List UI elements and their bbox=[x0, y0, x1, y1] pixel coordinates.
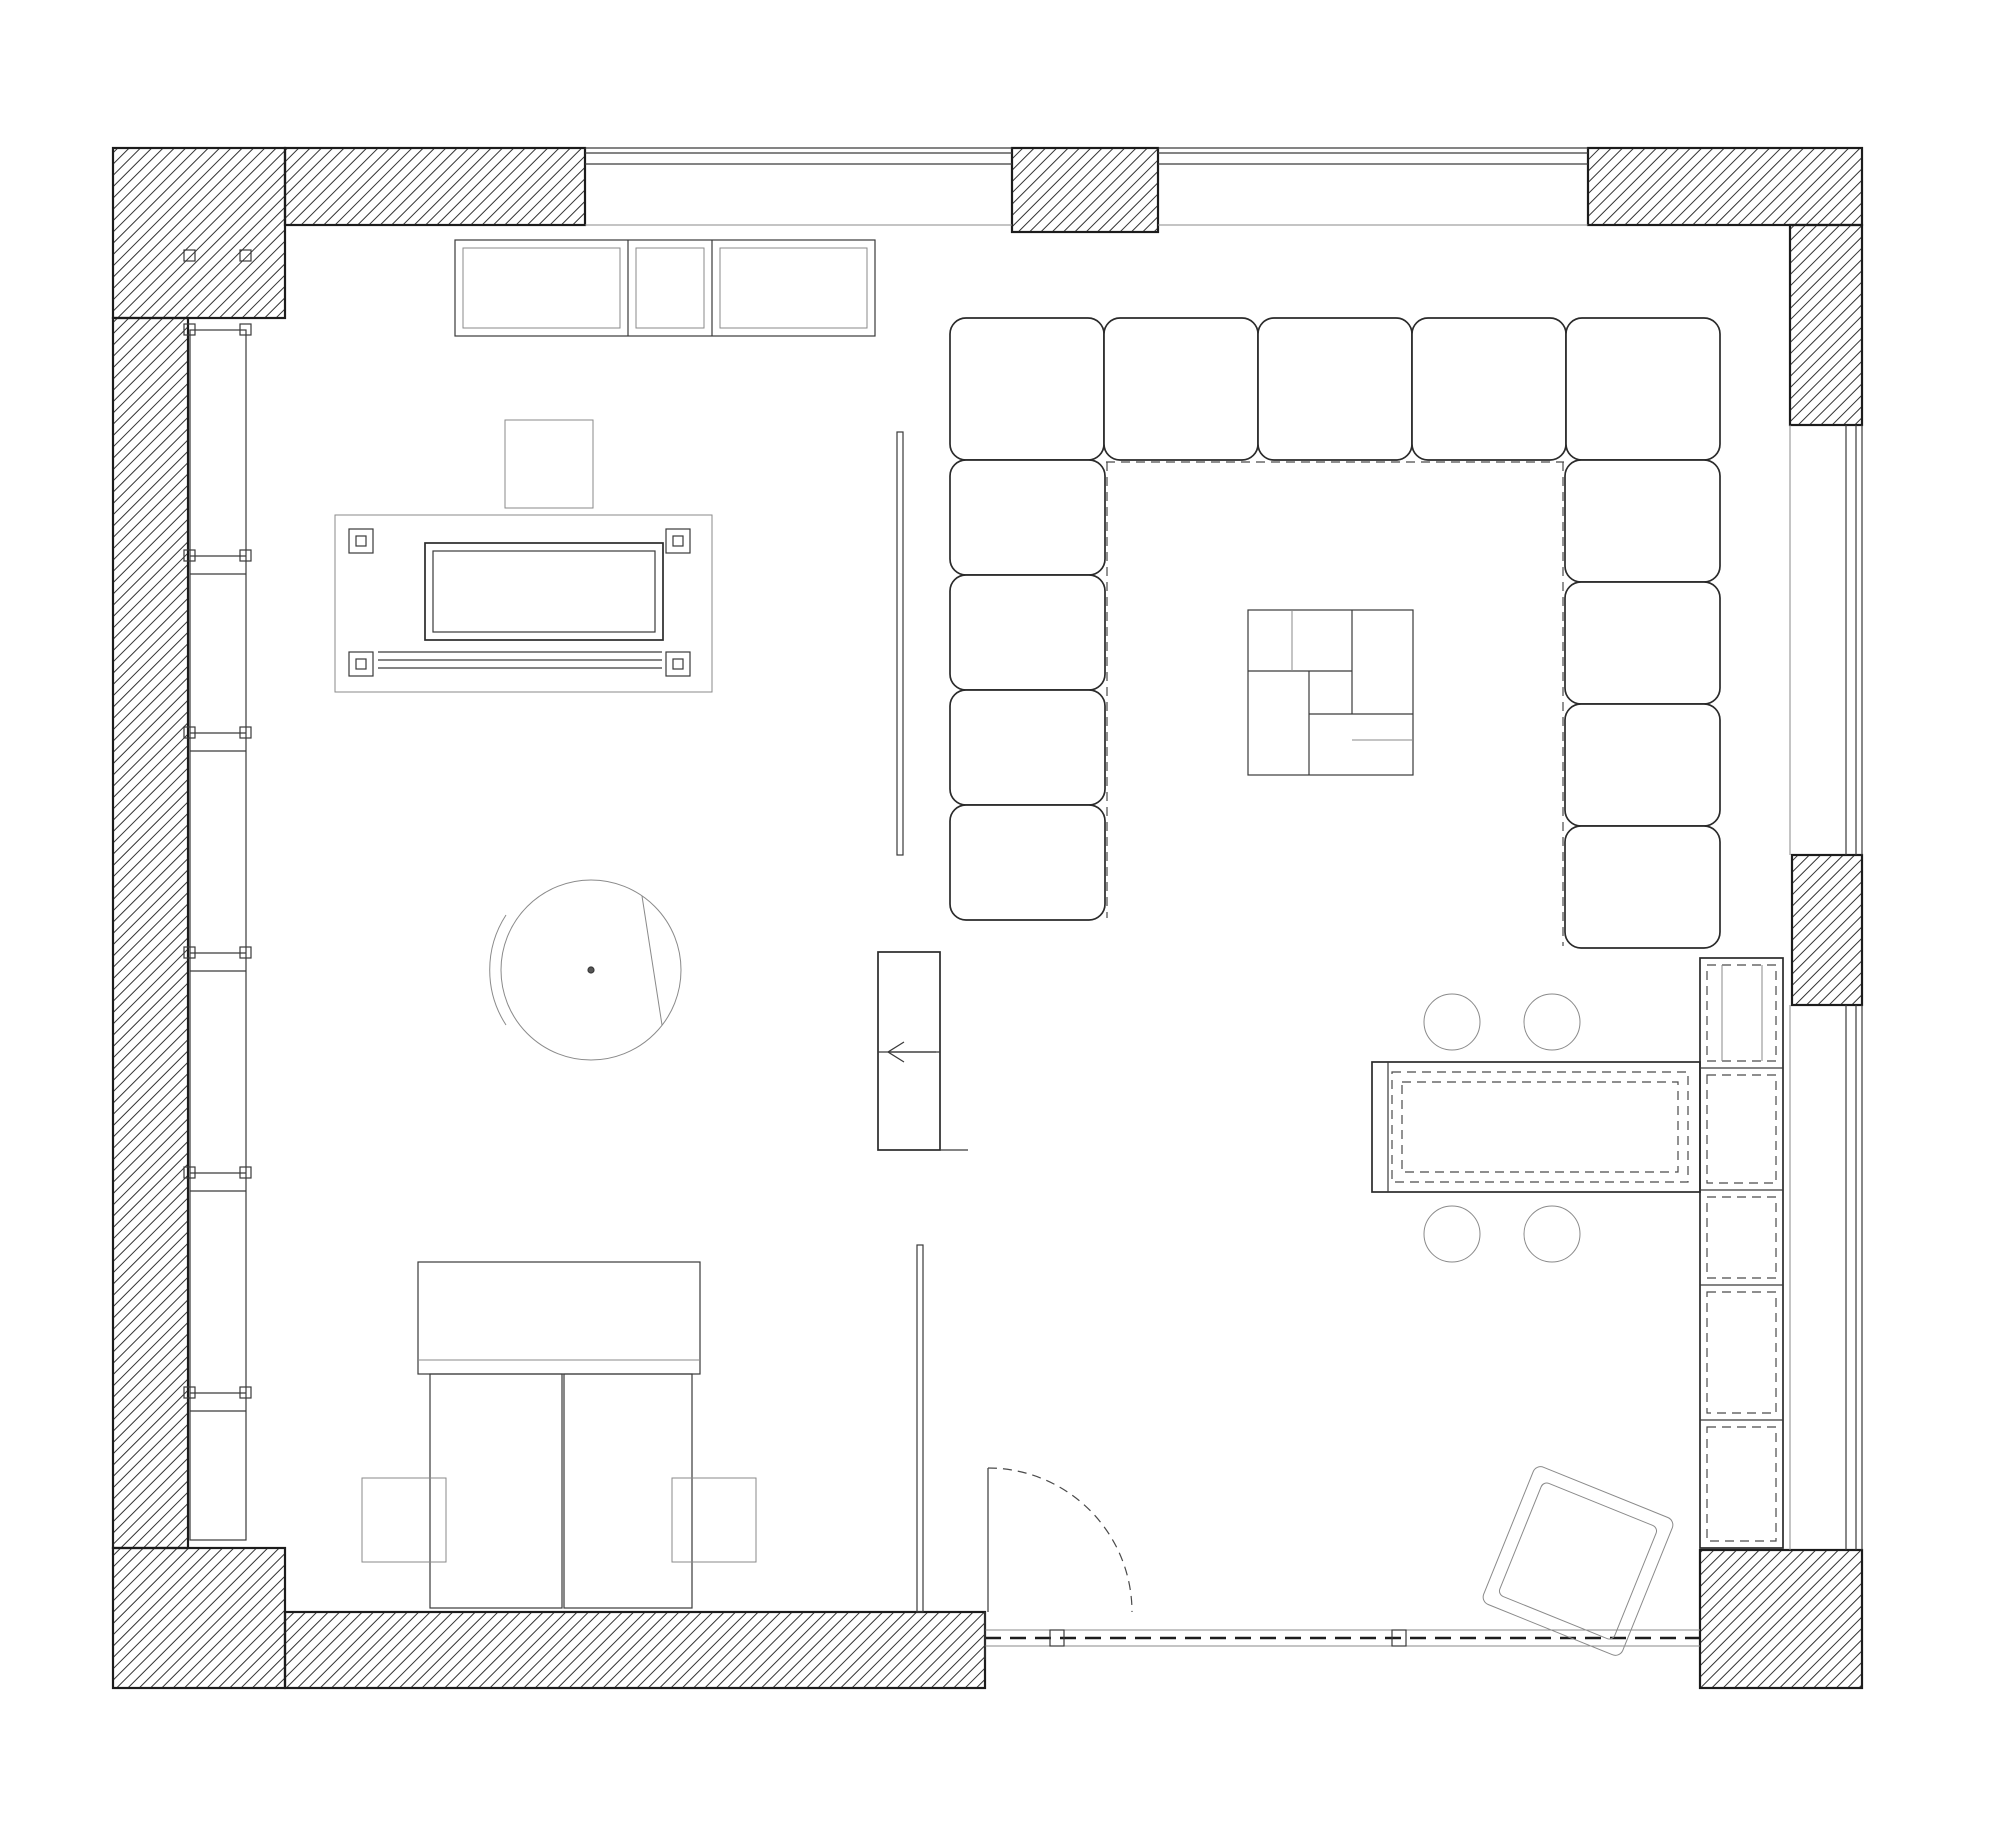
wall-top-right-corner bbox=[1586, 146, 1864, 227]
piano-leg-tl-core bbox=[355, 535, 367, 547]
kitchen-unit-dash-4 bbox=[1706, 1291, 1777, 1414]
shelf-clip-4-left bbox=[183, 726, 196, 739]
shelf-clip-5-left bbox=[183, 946, 196, 959]
shelf-clip-2-right bbox=[239, 323, 252, 336]
sofa-cushion-left-1 bbox=[949, 459, 1106, 576]
wall-right-mid bbox=[1790, 853, 1864, 1007]
pocket-door-casing bbox=[877, 951, 941, 1151]
bar-stool-4 bbox=[1523, 1205, 1581, 1263]
kitchen-unit-dash-5 bbox=[1706, 1426, 1777, 1542]
round-chair-chord bbox=[641, 895, 663, 1026]
sofa-cushion-top-5 bbox=[1565, 317, 1721, 461]
shelf-clip-5-right bbox=[239, 946, 252, 959]
sofa-cushion-right-1 bbox=[1564, 459, 1721, 583]
top-cabinet-inner-3 bbox=[719, 247, 868, 329]
round-chair-pivot bbox=[587, 966, 595, 974]
round-chair-back-arc bbox=[489, 914, 507, 1026]
sofa-cushion-right-3 bbox=[1564, 703, 1721, 827]
piano-leg-tr-core bbox=[672, 535, 684, 547]
shelf-clip-2-left bbox=[183, 323, 196, 336]
shelf-clip-7-right bbox=[239, 1386, 252, 1399]
piano-leg-tr bbox=[665, 528, 691, 554]
coffee-table-outline bbox=[1247, 609, 1414, 776]
sofa-cushion-top-4 bbox=[1411, 317, 1567, 461]
round-chair-seat bbox=[500, 879, 682, 1061]
wall-top-segment-b bbox=[1010, 146, 1160, 234]
wall-bottom bbox=[283, 1610, 987, 1690]
left-shelving-outline bbox=[189, 329, 247, 1541]
bar-stool-1 bbox=[1423, 993, 1481, 1051]
top-cabinet-inner-1 bbox=[462, 247, 621, 329]
wall-bottom-right-corner bbox=[1698, 1548, 1864, 1690]
piano-leg-bl-core bbox=[355, 658, 367, 670]
kitchen-unit-dash-3 bbox=[1706, 1196, 1777, 1279]
shelf-clip-1-left bbox=[183, 249, 196, 262]
sofa-cushion-top-1 bbox=[949, 317, 1105, 461]
sofa-cushion-left-4 bbox=[949, 804, 1106, 921]
piano-desk-outline bbox=[334, 514, 713, 693]
kitchen-unit-outline bbox=[1699, 957, 1784, 1549]
top-cabinet-outline bbox=[454, 239, 876, 337]
sofa-cushion-right-4 bbox=[1564, 825, 1721, 949]
glass-partition-lower bbox=[916, 1244, 924, 1613]
shelf-clip-1-right bbox=[239, 249, 252, 262]
sofa-cushion-top-2 bbox=[1103, 317, 1259, 461]
wall-top-segment-a bbox=[283, 146, 587, 227]
shelf-clip-7-left bbox=[183, 1386, 196, 1399]
piano-body-outer bbox=[424, 542, 664, 641]
wall-top-left-corner bbox=[111, 146, 287, 320]
piano-leg-tl bbox=[348, 528, 374, 554]
piano-leg-bl bbox=[348, 651, 374, 677]
sofa-cushion-top-3 bbox=[1257, 317, 1413, 461]
desk-base-cabinet-1 bbox=[429, 1373, 563, 1609]
dining-table-dash-inner bbox=[1401, 1081, 1679, 1173]
desk-base-cabinet-2 bbox=[563, 1373, 693, 1609]
bar-stool-3 bbox=[1423, 1205, 1481, 1263]
wall-left bbox=[111, 316, 190, 1550]
sofa-cushion-left-3 bbox=[949, 689, 1106, 806]
sliding-door-tick-2 bbox=[1391, 1629, 1407, 1647]
desk-chair-1 bbox=[361, 1477, 447, 1563]
shelf-clip-3-left bbox=[183, 549, 196, 562]
dining-table-dash-outer bbox=[1391, 1071, 1689, 1183]
desk-chair-2 bbox=[671, 1477, 757, 1563]
wall-bottom-left-corner bbox=[111, 1546, 287, 1690]
top-cabinet-inner-2 bbox=[635, 247, 705, 329]
piano-leg-br bbox=[665, 651, 691, 677]
kitchen-unit-dash-1 bbox=[1706, 964, 1777, 1062]
shelf-clip-4-right bbox=[239, 726, 252, 739]
shelf-clip-3-right bbox=[239, 549, 252, 562]
shelf-clip-6-left bbox=[183, 1166, 196, 1179]
glass-partition-upper bbox=[896, 431, 904, 856]
lounge-chair-rotated-inner bbox=[1498, 1482, 1658, 1640]
piano-leg-br-core bbox=[672, 658, 684, 670]
wall-right-upper bbox=[1788, 223, 1864, 427]
sliding-door-tick-1 bbox=[1049, 1629, 1065, 1647]
bar-stool-2 bbox=[1523, 993, 1581, 1051]
stool-square bbox=[504, 419, 594, 509]
entry-door-swing-arc bbox=[987, 1467, 1133, 1613]
sofa-cushion-right-2 bbox=[1564, 581, 1721, 705]
piano-body-inner bbox=[432, 550, 656, 633]
sofa-cushion-left-2 bbox=[949, 574, 1106, 691]
pocket-door-arrow-head bbox=[886, 1041, 905, 1063]
shelf-clip-6-right bbox=[239, 1166, 252, 1179]
kitchen-unit-dash-2 bbox=[1706, 1074, 1777, 1184]
lounge-chair-rotated-outline bbox=[1482, 1466, 1674, 1656]
